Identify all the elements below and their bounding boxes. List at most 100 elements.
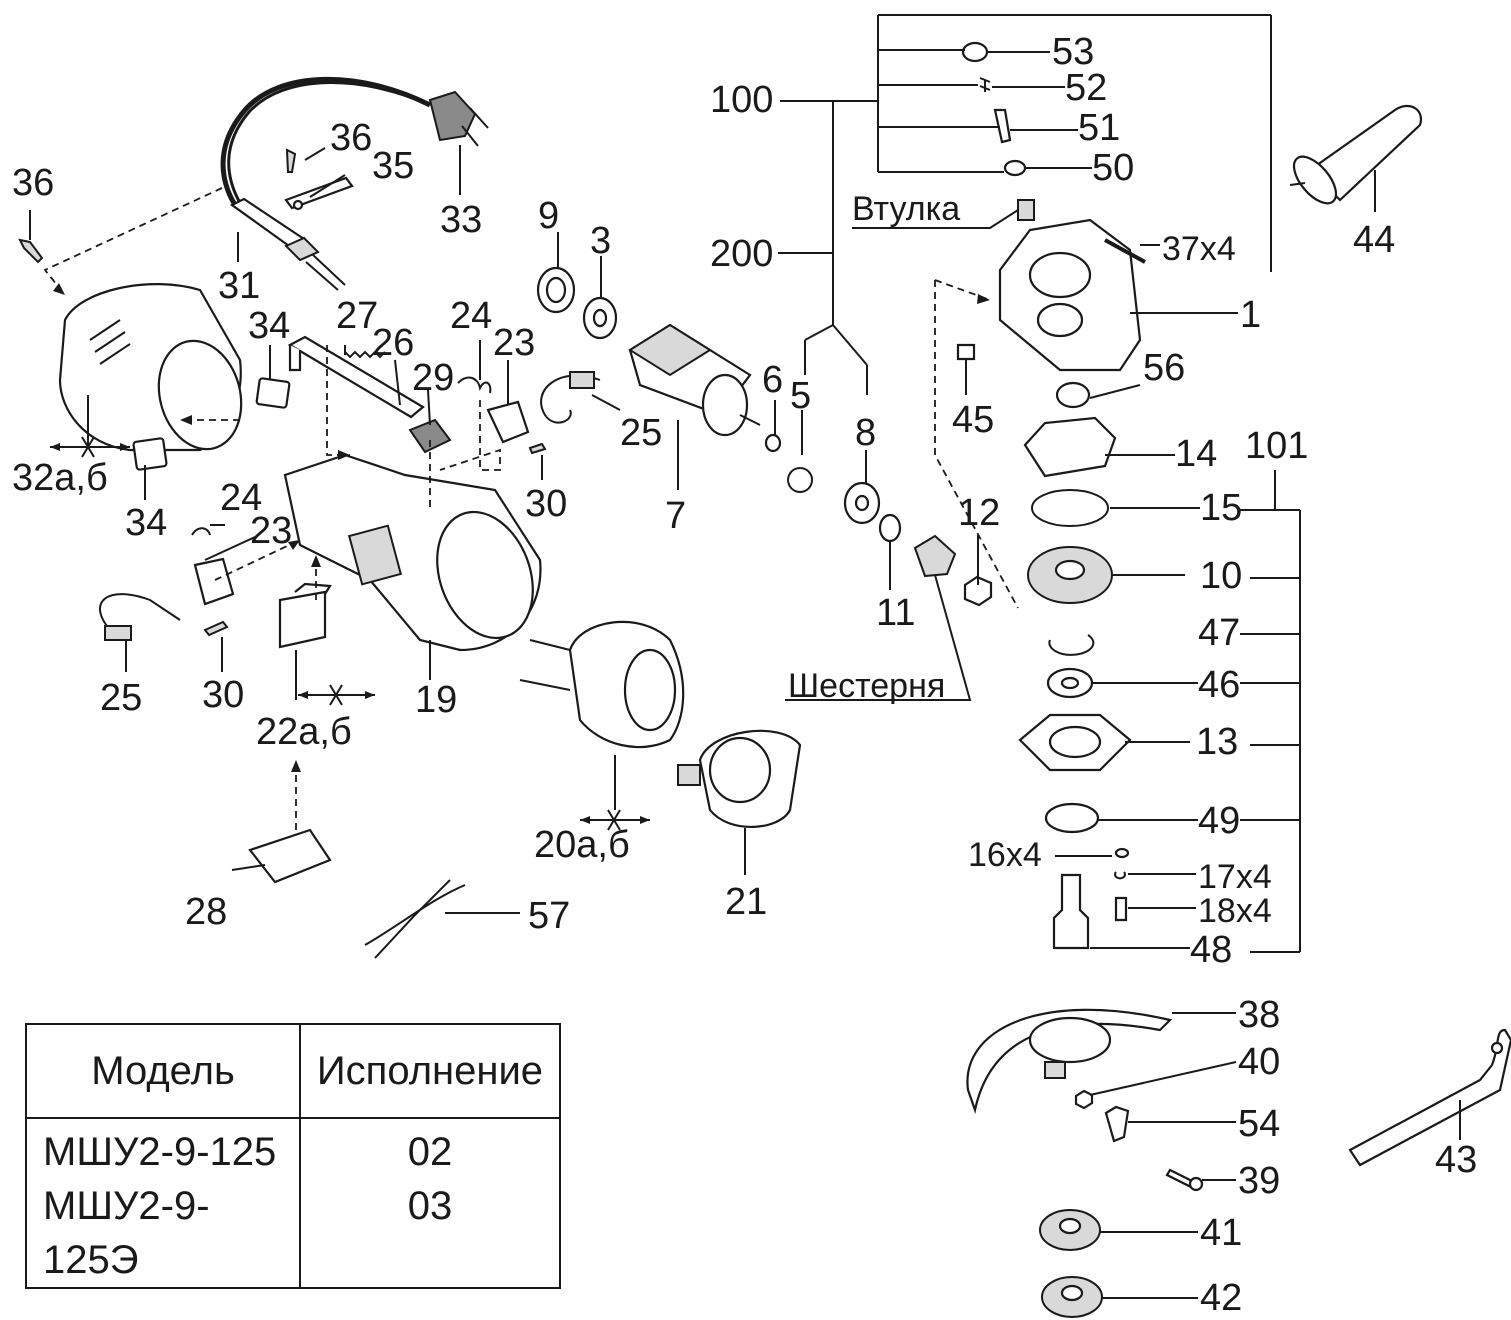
callout-8: 8 [855, 412, 876, 454]
callout-100: 100 [710, 79, 773, 121]
part-rear-housing-cover [58, 283, 243, 452]
part-bushing [1017, 199, 1035, 221]
callout-13: 13 [1196, 721, 1238, 763]
callout-5: 5 [790, 375, 811, 417]
callout-23-bottom: 23 [250, 510, 292, 552]
group-bracket-100 [780, 14, 1272, 272]
callout-46: 46 [1198, 664, 1240, 706]
callout-53: 53 [1052, 31, 1094, 73]
callout-56: 56 [1143, 347, 1185, 389]
callout-54: 54 [1238, 1103, 1280, 1145]
callout-29: 29 [412, 357, 454, 399]
callout-50: 50 [1092, 147, 1134, 189]
part-brush-cap-lower [132, 437, 168, 471]
part-washer-6 [764, 433, 782, 453]
part-plug [428, 90, 489, 147]
part-power-cord [220, 76, 432, 291]
part-seal-49 [1044, 802, 1100, 834]
group-bracket-101 [1240, 470, 1301, 953]
part-cord-clamp [284, 148, 354, 211]
callout-3: 3 [590, 220, 611, 262]
part-pinion-gear [913, 534, 957, 578]
callout-43: 43 [1435, 1139, 1477, 1181]
leader-lines [29, 51, 1461, 1299]
part-screw-36 [18, 238, 44, 264]
callout-15: 15 [1200, 487, 1242, 529]
callout-40: 40 [1238, 1041, 1280, 1083]
callout-37: 37x4 [1162, 230, 1236, 268]
part-side-handle [1289, 104, 1423, 205]
part-brush-holder-lower [193, 557, 235, 606]
callout-20: 20а,б [534, 824, 630, 866]
part-spring-27 [344, 350, 386, 359]
part-brush-upper [540, 371, 601, 424]
callout-labels: 53 52 51 50 100 200 Втулка 37x4 1 44 56 … [12, 31, 1477, 1319]
callout-12: 12 [958, 492, 1000, 534]
callout-23-top: 23 [493, 322, 535, 364]
callout-30-bottom: 30 [202, 674, 244, 716]
part-switch-button [408, 418, 452, 454]
part-spanner [1348, 1028, 1511, 1167]
callout-44: 44 [1353, 219, 1395, 261]
callout-47: 47 [1198, 612, 1240, 654]
callout-33: 33 [440, 199, 482, 241]
callout-101: 101 [1245, 425, 1308, 467]
callout-200: 200 [710, 233, 773, 275]
callout-7: 7 [665, 495, 686, 537]
part-spring-52 [979, 77, 991, 92]
version-code: 03 [407, 1184, 453, 1228]
callout-38: 38 [1238, 994, 1280, 1036]
part-screw-30-lower [203, 620, 229, 637]
part-brush-cap-upper [255, 377, 291, 409]
part-screw-37 [1104, 238, 1146, 264]
callout-30-top: 30 [525, 483, 567, 525]
callout-34-top: 34 [248, 305, 290, 347]
part-screw-18 [1114, 896, 1128, 922]
part-switch-rod [287, 335, 425, 419]
part-screw-30-upper [528, 442, 547, 455]
callout-26: 26 [372, 322, 414, 364]
version-code: 02 [407, 1130, 453, 1174]
callout-16: 16x4 [968, 836, 1042, 874]
callout-25-bottom: 25 [100, 677, 142, 719]
part-brush-spring-lower [191, 527, 211, 536]
part-brush-lower [99, 593, 181, 641]
part-electronic-module [248, 828, 332, 884]
part-washer-16 [1114, 847, 1130, 859]
part-stator [519, 620, 685, 749]
model-cells: МШУ2-9-125 МШУ2-9-125Э [25, 1117, 301, 1289]
callout-14: 14 [1175, 433, 1217, 475]
gear-label: Шестерня [788, 667, 945, 705]
part-ring-11 [878, 513, 902, 543]
model-column-header: Модель [25, 1023, 301, 1119]
callout-18: 18x4 [1198, 892, 1272, 930]
callout-9: 9 [538, 195, 559, 237]
callout-49: 49 [1198, 800, 1240, 842]
callout-34-bottom: 34 [125, 502, 167, 544]
model-name: МШУ2-9-125Э [43, 1184, 210, 1282]
part-o-ring [1031, 489, 1109, 527]
group-bracket-200 [778, 101, 868, 395]
callout-1: 1 [1240, 294, 1261, 336]
callout-19: 19 [415, 679, 457, 721]
part-bearing-56 [1055, 381, 1091, 409]
callout-51: 51 [1078, 107, 1120, 149]
part-brush-spring-upper [457, 376, 492, 394]
callout-42: 42 [1200, 1277, 1242, 1319]
callout-10: 10 [1200, 555, 1242, 597]
callout-11: 11 [876, 592, 915, 634]
part-gear-housing [998, 218, 1142, 372]
part-circlip-5 [787, 467, 814, 493]
part-pin-51 [993, 108, 1012, 144]
part-motor-housing [283, 453, 542, 652]
part-ring-50 [1003, 159, 1027, 177]
part-circlip-47 [1048, 634, 1095, 656]
callout-25-top: 25 [620, 412, 662, 454]
bushing-label: Втулка [852, 190, 960, 228]
callout-45: 45 [952, 399, 994, 441]
model-name: МШУ2-9-125 [43, 1130, 277, 1174]
callout-35: 35 [372, 145, 414, 187]
callout-24-top: 24 [450, 295, 492, 337]
callout-22: 22а,б [256, 711, 352, 753]
